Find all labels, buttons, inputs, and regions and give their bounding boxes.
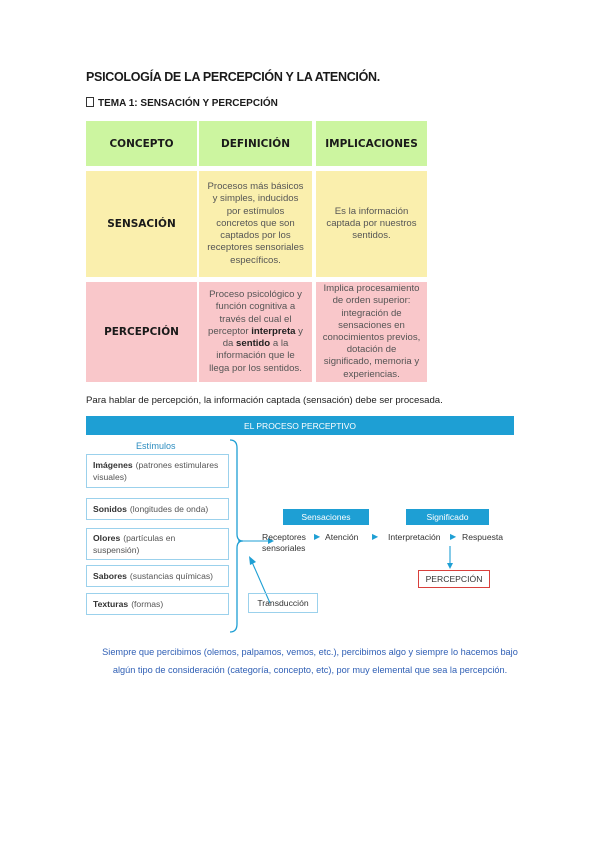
arrow-right-icon: ▶ <box>372 532 379 541</box>
stimulus-detail: (formas) <box>131 599 164 609</box>
stimulus-box-imagenes: Imágenes(patrones estimulares visuales) <box>86 454 229 488</box>
arrowhead <box>249 556 256 565</box>
diagram-header: EL PROCESO PERCEPTIVO <box>86 416 514 435</box>
row-concept-sensacion: SENSACIÓN <box>86 171 197 277</box>
arrowhead <box>268 538 274 544</box>
stimulus-name: Sabores <box>93 571 127 581</box>
body-paragraph: Para hablar de percepción, la informació… <box>86 395 443 406</box>
arrow-right-icon: ▶ <box>450 532 457 541</box>
closing-note: Siempre que percibimos (olemos, palpamos… <box>102 647 518 675</box>
stimulus-name: Olores <box>93 533 121 543</box>
stimulus-detail: (sustancias químicas) <box>129 571 214 581</box>
sensaciones-box: Sensaciones <box>283 509 369 525</box>
definition-bold-sentido: sentido <box>236 338 271 350</box>
page-title: PSICOLOGÍA DE LA PERCEPCIÓN Y LA ATENCIÓ… <box>86 70 380 84</box>
receptores-label: Receptores sensoriales <box>262 532 306 553</box>
definition-bold-interpreta: interpreta <box>251 325 296 337</box>
significado-box: Significado <box>406 509 489 525</box>
table-header-definicion: DEFINICIÓN <box>199 121 312 166</box>
arrow-down-connector <box>447 546 453 569</box>
stimulus-box-sabores: Sabores(sustancias químicas) <box>86 565 229 587</box>
stimulus-detail: (longitudes de onda) <box>129 504 209 514</box>
stimulus-box-olores: Olores(partículas en suspensión) <box>86 528 229 560</box>
arrow-right-icon: ▶ <box>314 532 321 541</box>
respuesta-label: Respuesta <box>462 532 504 542</box>
bullet-box-icon <box>86 97 94 107</box>
stimulus-name: Texturas <box>93 599 129 609</box>
stimulus-name: Sonidos <box>93 504 127 514</box>
section-subtitle: TEMA 1: SENSACIÓN Y PERCEPCIÓN <box>86 97 278 109</box>
stimulus-detail: (patrones estimulares visuales) <box>93 460 219 482</box>
definition-part: Proceso psicológico y función cognitiva … <box>208 289 302 337</box>
atencion-label: Atención <box>325 532 359 542</box>
definition-part: a la información que le llega por los se… <box>209 338 302 374</box>
stimulus-box-texturas: Texturas(formas) <box>86 593 229 615</box>
subtitle-text: TEMA 1: SENSACIÓN Y PERCEPCIÓN <box>98 98 278 109</box>
row-implications-sensacion: Es la información captada por nuestros s… <box>316 171 427 277</box>
row-concept-percepcion: PERCEPCIÓN <box>86 282 197 382</box>
table-header-implicaciones: IMPLICACIONES <box>316 121 427 166</box>
arrow-transduccion <box>251 561 271 604</box>
row-implications-percepcion: Implica procesamiento de orden superior:… <box>316 282 427 382</box>
diagram-connectors <box>229 439 274 633</box>
row-definition-percepcion: Proceso psicológico y función cognitiva … <box>199 282 312 382</box>
percepcion-output-box: PERCEPCIÓN <box>418 570 490 588</box>
row-definition-sensacion: Procesos más básicos y simples, inducido… <box>199 171 312 277</box>
transduccion-box: Transducción <box>248 593 318 613</box>
stimulus-detail: (partículas en suspensión) <box>93 533 176 555</box>
stimulus-box-sonidos: Sonidos(longitudes de onda) <box>86 498 229 520</box>
stimuli-title: Estímulos <box>136 441 176 451</box>
stimulus-name: Imágenes <box>93 460 133 470</box>
interpretacion-label: Interpretación <box>388 532 441 542</box>
definition-part: y da <box>222 325 303 350</box>
table-header-concepto: CONCEPTO <box>86 121 197 166</box>
brace-connector <box>229 439 244 633</box>
